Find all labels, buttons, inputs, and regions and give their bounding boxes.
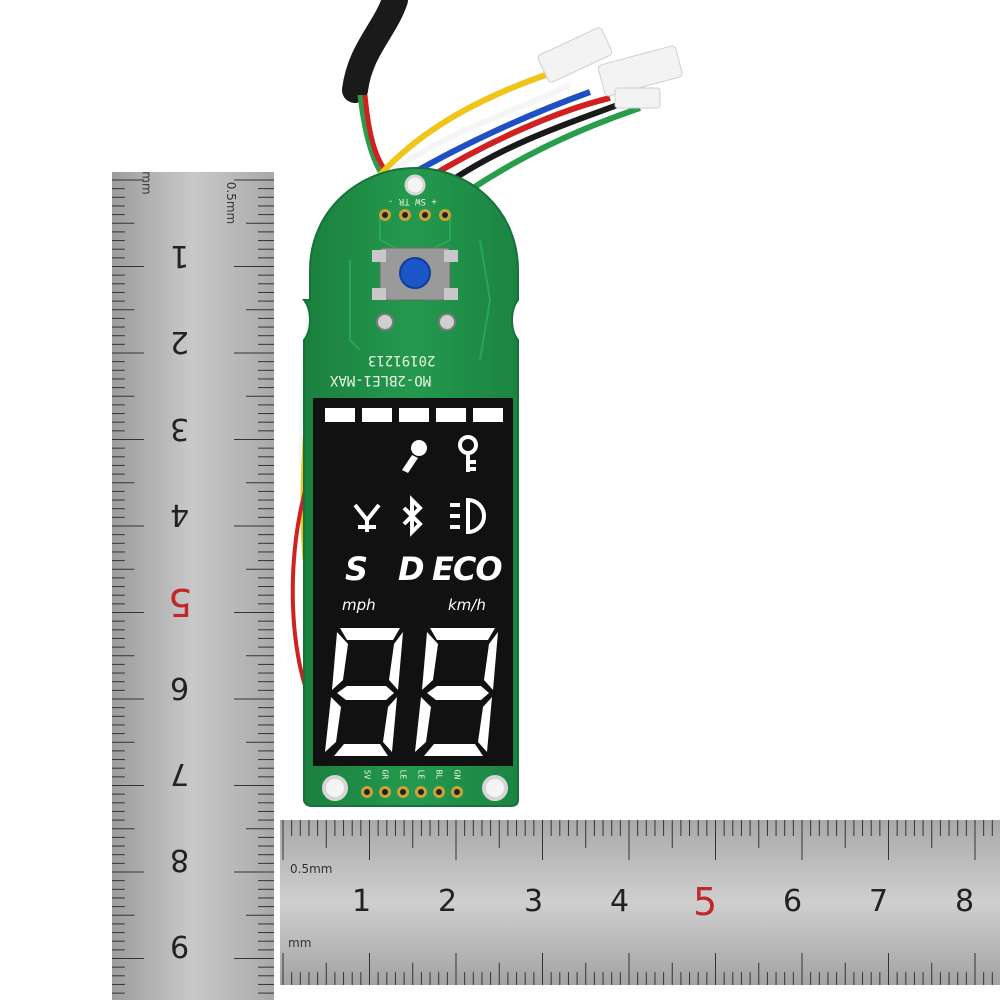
wire-red-2 — [423, 95, 611, 183]
bluetooth-icon — [402, 495, 423, 537]
pin-label: GR — [380, 769, 390, 780]
led-pad — [438, 313, 456, 331]
unit-kmh: km/h — [448, 596, 486, 614]
ruler-number-highlight: 5 — [693, 880, 718, 924]
wire-green-2 — [468, 105, 641, 193]
connector-white — [537, 27, 683, 109]
led-pad — [376, 313, 394, 331]
speed-digits — [325, 628, 498, 756]
wire-white — [393, 82, 572, 173]
ruler-precision: 0.5mm — [290, 862, 333, 876]
wrench-icon — [402, 440, 427, 473]
battery-bars — [325, 408, 503, 422]
black-cable — [342, 0, 408, 103]
wire-yellow — [377, 67, 561, 178]
ruler-number: 3 — [524, 884, 544, 919]
ruler-number: 7 — [869, 884, 889, 919]
headlight-icon — [450, 497, 486, 535]
power-button[interactable] — [372, 247, 458, 301]
ruler-number: 4 — [610, 884, 630, 919]
key-icon — [458, 435, 478, 472]
ruler-number: 2 — [438, 884, 458, 919]
pin-label: LE — [398, 769, 408, 780]
mount-hole — [482, 775, 508, 801]
mode-drive: D — [398, 550, 425, 588]
mode-eco: ECO — [432, 550, 503, 588]
ruler-unit-mm: mm — [288, 936, 312, 950]
header-label: + SW TR - — [388, 196, 437, 206]
mode-sport: S — [345, 550, 369, 588]
pin-label: GN — [452, 769, 462, 780]
unit-mph: mph — [342, 596, 376, 614]
header-pads-bottom — [361, 786, 463, 798]
board-model: MO-2BLE1-MAX — [330, 372, 432, 388]
wire-blue — [408, 89, 592, 178]
cruise-icon — [353, 503, 381, 532]
board-date-code: 20191213 — [368, 352, 436, 368]
mount-hole — [322, 775, 348, 801]
pin-label: LE — [416, 769, 426, 780]
header-pads-top — [379, 209, 451, 221]
wire-black — [443, 99, 627, 188]
ruler-number: 8 — [955, 884, 975, 919]
ruler-number: 6 — [783, 884, 803, 919]
pin-label: 5V — [362, 769, 372, 780]
pin-label: BL — [434, 769, 444, 780]
mount-hole — [404, 174, 426, 196]
ruler-number: 1 — [352, 884, 372, 919]
